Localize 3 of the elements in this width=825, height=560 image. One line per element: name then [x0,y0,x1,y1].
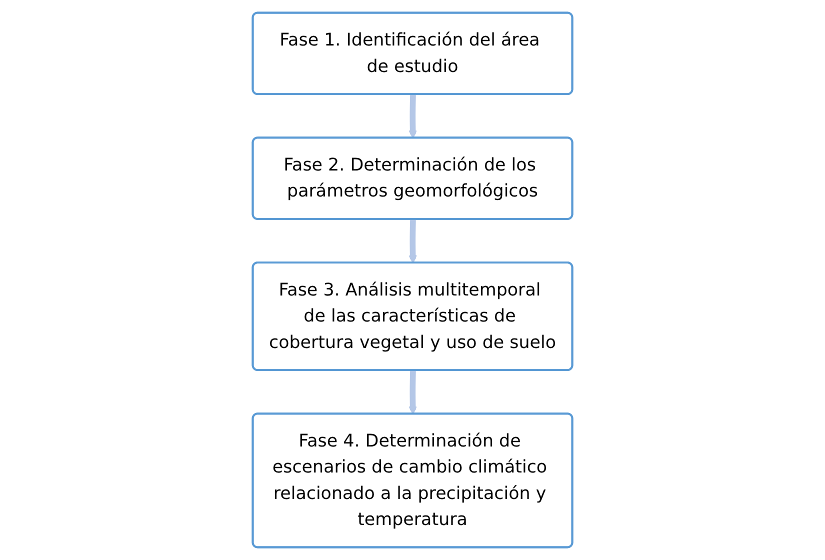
arrow [408,370,418,414]
arrow [408,94,418,139]
arrow [408,219,418,264]
